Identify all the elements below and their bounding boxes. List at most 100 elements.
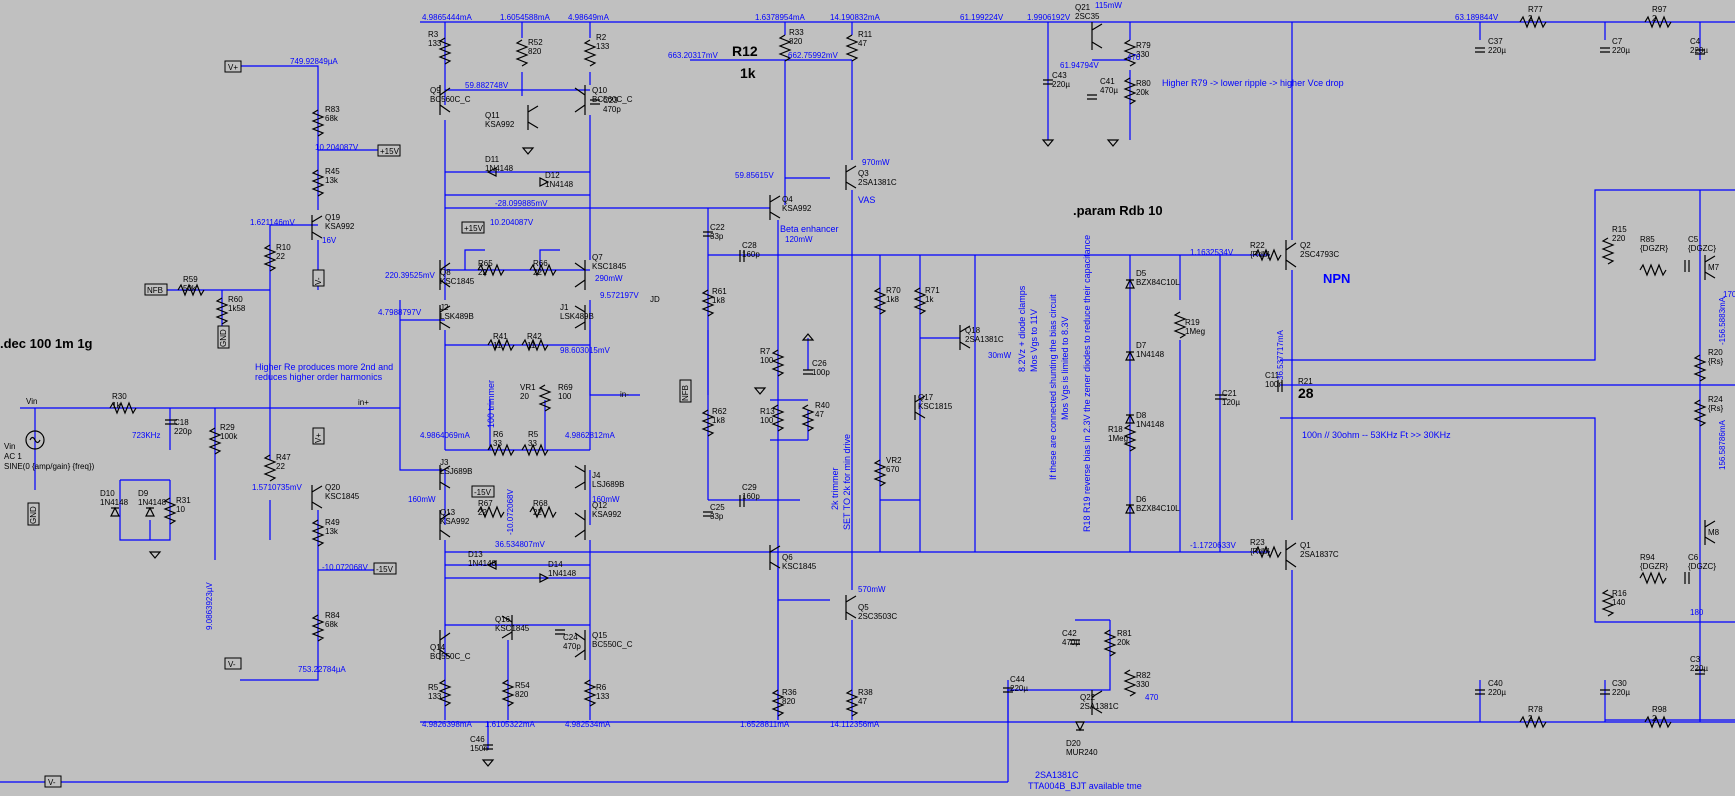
resistor-r67 [477, 505, 505, 519]
component-value: 47 [815, 410, 824, 419]
measurement-readout: -28.099885mV [495, 199, 548, 208]
mosfet-m7 [1704, 255, 1716, 280]
component-value: {DGZC} [1688, 244, 1716, 253]
component-id: VR2 [886, 456, 902, 465]
measurement-readout: 61.94794V [1060, 61, 1099, 70]
flag-gnd-1-label: GND [219, 329, 228, 347]
component-value: KSC1845 [495, 624, 530, 633]
jfet-j1 [574, 305, 586, 330]
capacitor-c6 [1684, 572, 1690, 584]
note-beta: Beta enhancer [780, 224, 839, 234]
resistor-r79 [1123, 39, 1137, 67]
diode-d20 [1075, 721, 1085, 732]
component-id: Q22 [1080, 693, 1096, 702]
component-id: C23 [603, 96, 618, 105]
transistor-q17 [914, 395, 926, 420]
measurement-readout: 30mW [988, 351, 1012, 360]
component-value: 1N4148 [100, 498, 129, 507]
measurement-readout: 61.199224V [960, 13, 1004, 22]
flag-vminus-2 [224, 657, 242, 670]
component-value: LSJ689B [592, 480, 624, 489]
component-value: 100p [812, 368, 830, 377]
component-value: 160p [742, 250, 760, 259]
component-id: R60 [228, 295, 243, 304]
measurement-readout: 753.22784µA [298, 665, 346, 674]
flag-vminus-3 [44, 775, 62, 788]
component-value: 2SA1381C [965, 335, 1004, 344]
component-id: R59 [183, 275, 198, 284]
transistor-q15 [574, 630, 586, 660]
component-value: 33 [528, 439, 537, 448]
component-value: BC550C_C [592, 640, 633, 649]
component-value: 1N4148 [138, 498, 167, 507]
flag-vminus-1 [312, 269, 325, 287]
component-id: R49 [325, 518, 340, 527]
component-id: Q10 [592, 86, 608, 95]
component-id: D10 [100, 489, 115, 498]
component-id: R61 [712, 287, 727, 296]
component-value: 220µ [1488, 46, 1506, 55]
component-value: 220p [174, 427, 192, 436]
diode-d7 [1125, 350, 1135, 361]
component-id: R45 [325, 167, 340, 176]
transistor-q13 [439, 510, 451, 540]
resistor-r6 [487, 443, 515, 457]
component-value: 68k [325, 620, 339, 629]
component-value: {Rdb} [1250, 547, 1270, 556]
component-id: C26 [812, 359, 827, 368]
component-value: 10 [176, 505, 185, 514]
component-value: 22 [533, 268, 542, 277]
capacitor-c41 [1087, 94, 1097, 100]
measurement-readout: 1.621146mV [250, 218, 295, 227]
component-id: R24 [1708, 395, 1723, 404]
capacitor-c22 [703, 231, 713, 237]
capacitor-c29 [739, 495, 745, 507]
resistor-r7 [771, 349, 785, 377]
note-trim1: 2k trimmer [830, 467, 840, 510]
component-value: 2 [1652, 14, 1657, 23]
component-value: BZX84C10L [1136, 504, 1180, 513]
component-id: R82 [1136, 671, 1151, 680]
ground-icon [801, 333, 815, 341]
component-id: Q14 [430, 643, 446, 652]
component-value: 820 [782, 697, 796, 706]
component-value: BC550C_C [430, 652, 471, 661]
component-value: {DGZC} [1688, 562, 1716, 571]
component-value: 2SC35 [1075, 12, 1100, 21]
component-id: C6 [1688, 553, 1699, 562]
component-id: R6 [493, 430, 504, 439]
component-id: D12 [545, 171, 560, 180]
ground-icon [148, 551, 162, 559]
measurement-readout: 4.98649mA [568, 13, 610, 22]
resistor-r65 [477, 263, 505, 277]
measurement-readout: 9.0863923µV [205, 582, 214, 630]
diode-d8 [1125, 413, 1135, 424]
resistor-r49 [311, 519, 325, 547]
measurement-readout: 970mW [862, 158, 890, 167]
component-id: Q15 [592, 631, 608, 640]
capacitor-c46 [483, 744, 493, 750]
measurement-readout: 1.6528811mA [740, 720, 790, 729]
component-id: R38 [858, 688, 873, 697]
resistor-r97 [1644, 15, 1672, 29]
component-value: KSC1845 [782, 562, 817, 571]
component-id: Q1 [1300, 541, 1311, 550]
component-value: {Rdb} [1250, 250, 1270, 259]
resistor-r16 [1601, 589, 1615, 617]
component-id: R5 [428, 683, 439, 692]
component-value: 1Meg [1185, 327, 1205, 336]
component-value: {DGZR} [1640, 562, 1668, 571]
r12-name: R12 [732, 43, 758, 59]
component-id: Q5 [858, 603, 869, 612]
capacitor-c44 [1003, 687, 1013, 693]
component-id: R42 [527, 332, 542, 341]
capacitor-c23 [590, 99, 600, 105]
ground-icon [521, 147, 535, 155]
component-id: C29 [742, 483, 757, 492]
note-trim100: 100 trimmer [486, 380, 496, 428]
mosfet-m8 [1704, 520, 1716, 545]
component-value: 330 [1136, 50, 1150, 59]
component-id: R22 [1250, 241, 1265, 250]
component-id: C42 [1062, 629, 1077, 638]
component-value: 1k8 [712, 296, 725, 305]
